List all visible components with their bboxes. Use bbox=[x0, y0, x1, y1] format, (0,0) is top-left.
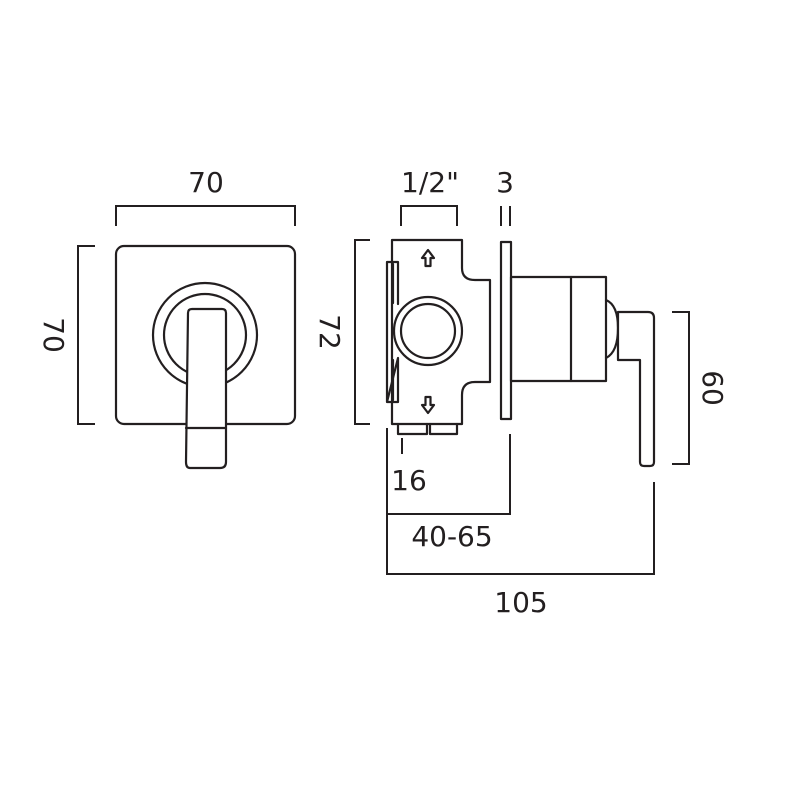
outlet-port-inner bbox=[399, 302, 457, 360]
front-height-label: 70 bbox=[37, 317, 70, 353]
handle-height-dim-line bbox=[672, 311, 690, 465]
thread-label: 1/2" bbox=[401, 166, 459, 199]
base-depth-label: 16 bbox=[391, 464, 427, 497]
front-width-label: 70 bbox=[188, 166, 224, 199]
arrow-down-icon bbox=[420, 395, 436, 415]
body-height-dim-line bbox=[354, 239, 370, 425]
front-width-dim-line bbox=[115, 205, 296, 226]
overall-depth-label: 105 bbox=[494, 586, 547, 619]
thread-dim-line bbox=[400, 205, 458, 226]
base-depth-dim-line bbox=[386, 428, 403, 454]
front-height-dim-line bbox=[77, 245, 95, 425]
spindle-cap bbox=[604, 298, 620, 360]
plate-thickness-dim-line bbox=[500, 206, 511, 226]
front-lever-handle bbox=[184, 307, 228, 470]
wall-plate bbox=[499, 240, 513, 421]
front-view: 70 70 bbox=[37, 166, 297, 470]
valve-body bbox=[390, 238, 492, 426]
arrow-up-icon bbox=[420, 248, 436, 268]
wall-depth-label: 40-65 bbox=[411, 520, 492, 553]
cartridge-sleeve bbox=[509, 275, 608, 383]
body-height-label: 72 bbox=[313, 314, 346, 350]
outlet-port-outer bbox=[392, 295, 464, 367]
handle-height-label: 60 bbox=[696, 370, 729, 406]
plate-thickness-label: 3 bbox=[496, 166, 514, 199]
side-view: 1/2" 3 72 60 16 40-65 105 bbox=[313, 166, 729, 619]
side-lever-handle bbox=[616, 310, 656, 468]
base-feet bbox=[396, 422, 459, 436]
wall-depth-dim-line bbox=[386, 434, 511, 515]
overall-depth-dim-line bbox=[386, 482, 655, 575]
